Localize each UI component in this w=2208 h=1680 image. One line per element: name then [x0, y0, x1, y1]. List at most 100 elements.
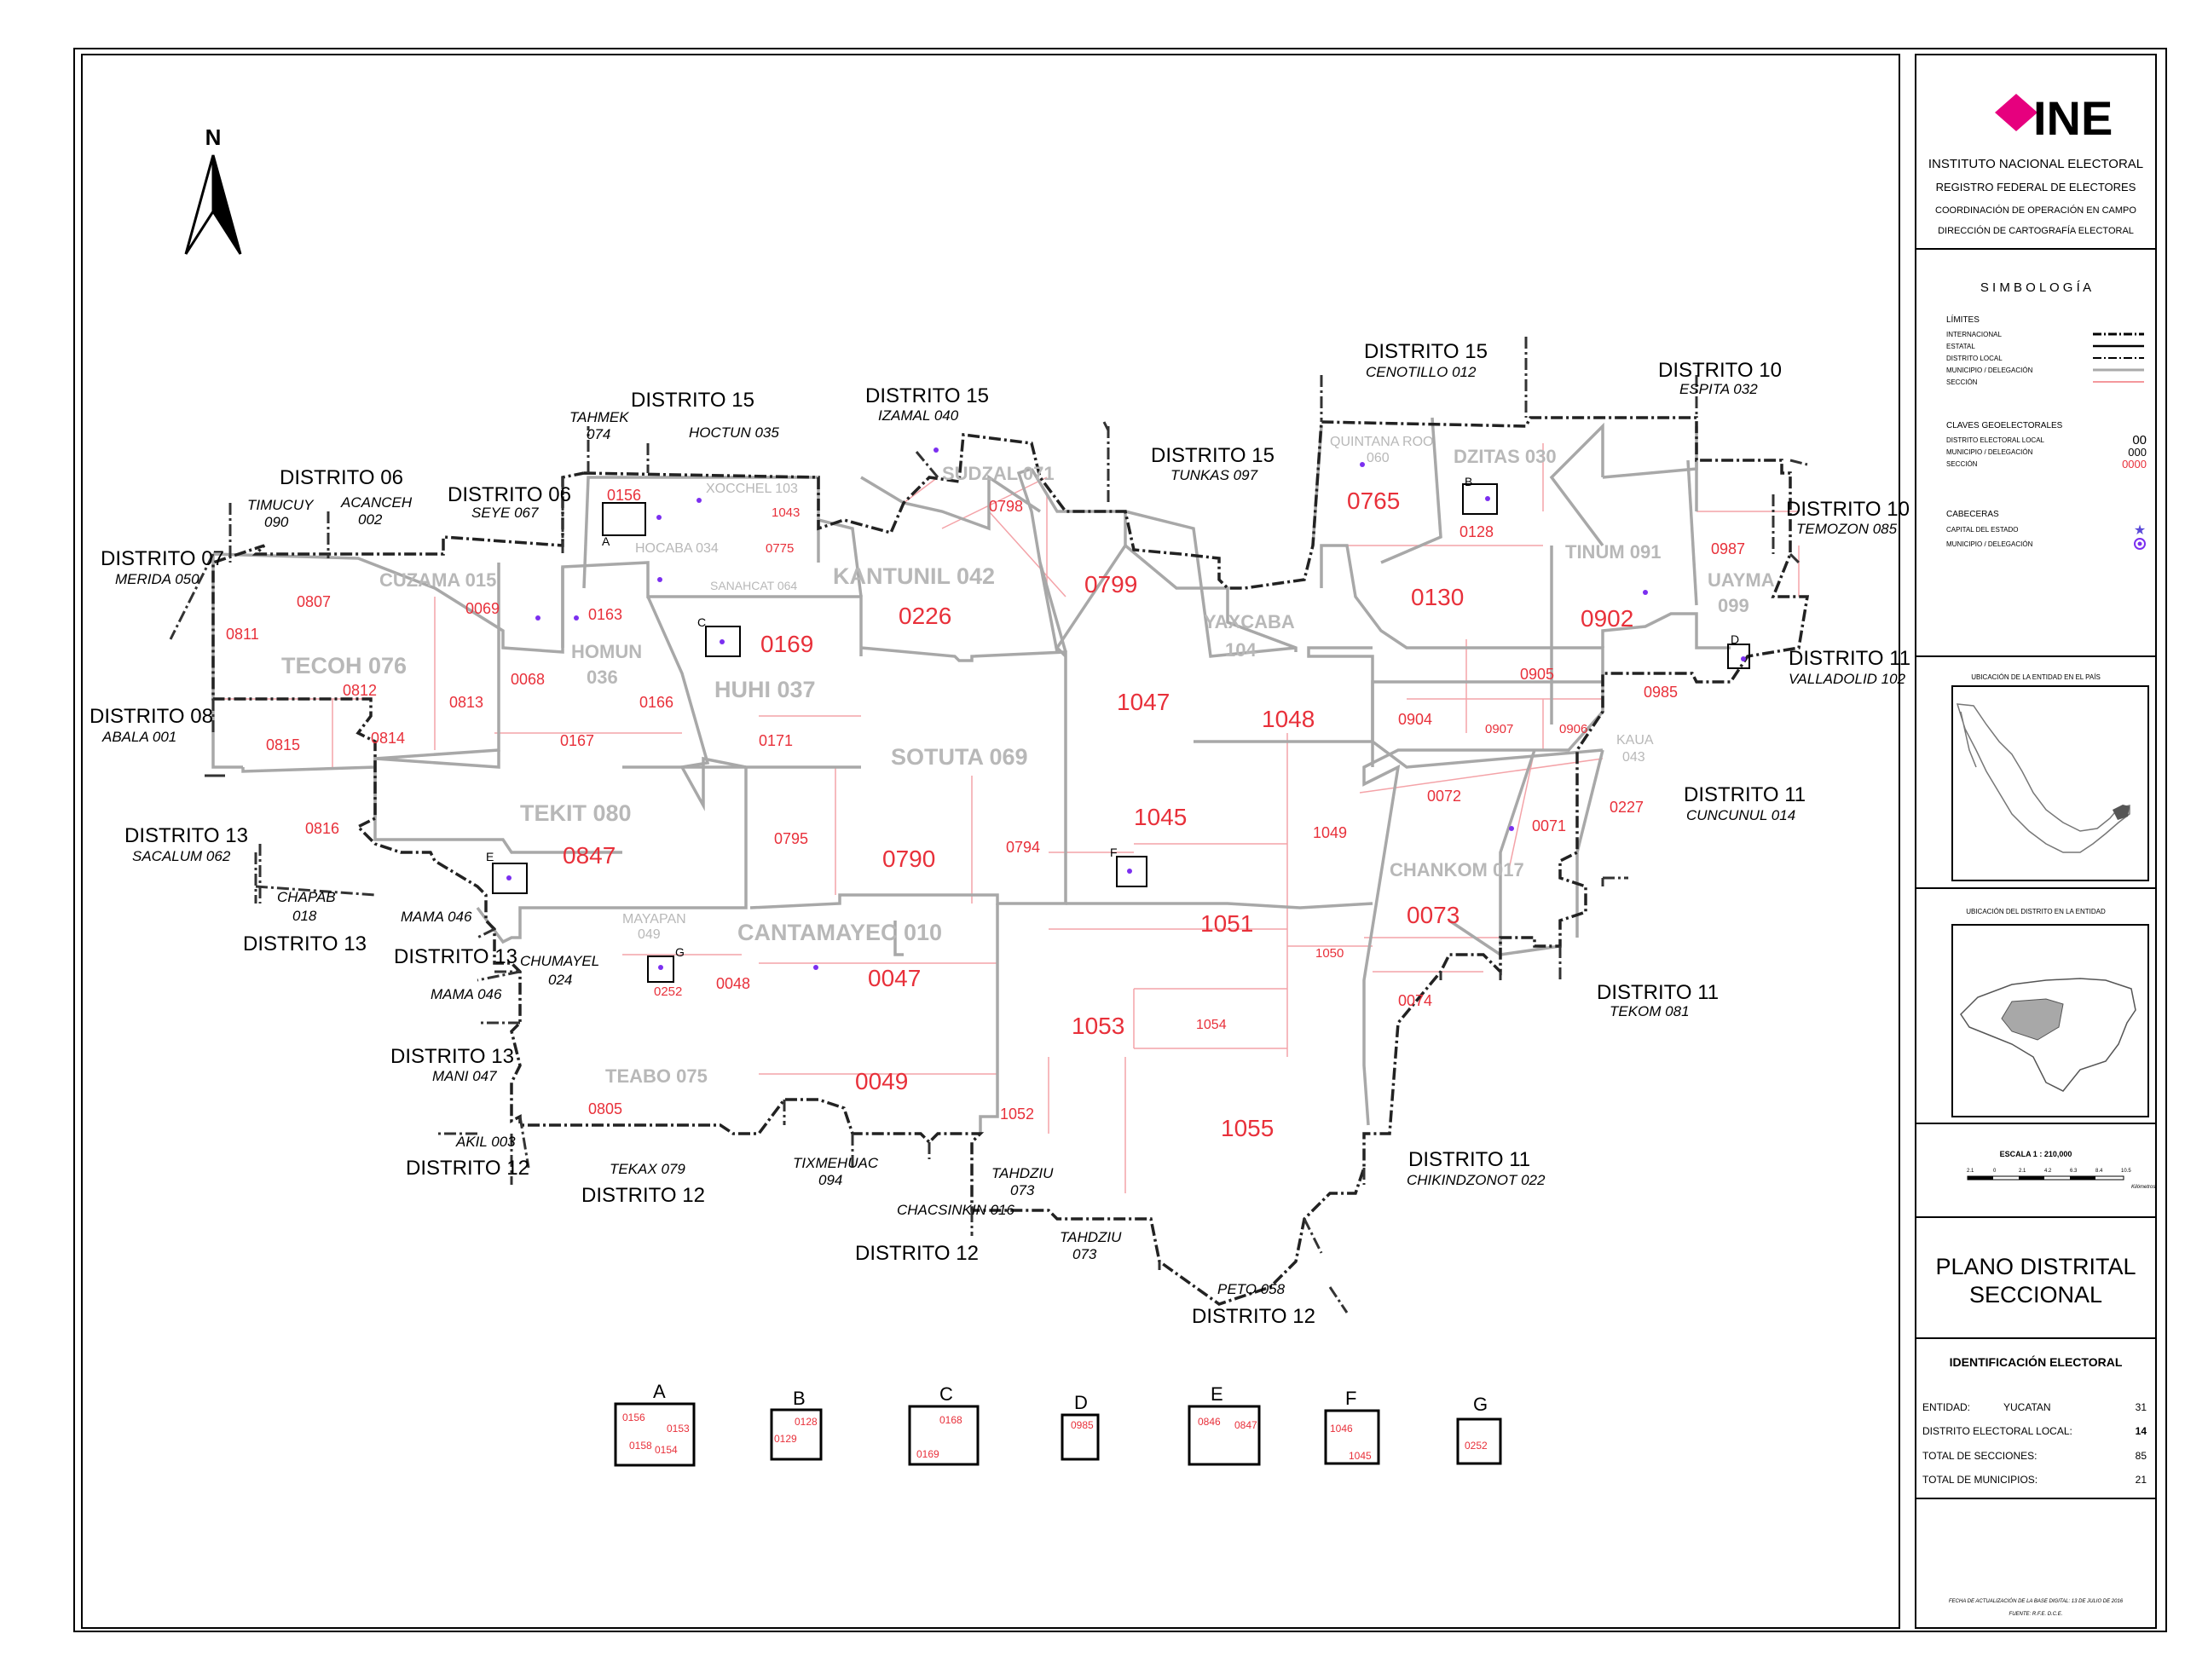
- map-label: 0906: [1559, 722, 1587, 736]
- map-label: 0169: [760, 631, 813, 657]
- map-label: 0154: [655, 1444, 678, 1456]
- map-label: DZITAS 030: [1454, 446, 1557, 467]
- map-label: 0226: [899, 603, 951, 629]
- map-label: 1051: [1200, 910, 1253, 937]
- municipality-labels: SUDZAL 071 KANTUNIL 042 XOCCHEL 103 HOCA…: [281, 435, 1775, 1087]
- map-label: 0847: [563, 842, 616, 869]
- map-label: 000: [2128, 446, 2147, 459]
- inset-marker-d[interactable]: [1727, 644, 1750, 669]
- inset-g[interactable]: G 0252: [1456, 1394, 1502, 1465]
- inset-marker-b[interactable]: [1462, 483, 1498, 515]
- map-label: DISTRITO 15: [631, 389, 754, 412]
- map-label: 0805: [588, 1100, 622, 1117]
- map-label: 0129: [774, 1433, 797, 1445]
- simbologia-title: S I M B O L O G Í A: [1980, 280, 2091, 295]
- insets-row: A 0156 0153 0158 0154 B 0128 0129 C 0168…: [614, 1381, 1502, 1467]
- inset-markers: [492, 483, 1750, 983]
- map-label: G: [1473, 1394, 1488, 1415]
- map-label: 024: [548, 972, 572, 988]
- map-label: 036: [587, 667, 618, 688]
- inset-marker-g[interactable]: [647, 955, 674, 983]
- map-label: 090: [264, 514, 289, 530]
- map-label: 8.4: [2095, 1169, 2103, 1174]
- map-label: MANI 047: [432, 1068, 497, 1084]
- north-label: N: [205, 124, 222, 150]
- map-label: 0071: [1532, 817, 1566, 834]
- map-label: 2.1: [2019, 1169, 2026, 1174]
- inset-marker-e[interactable]: [492, 863, 528, 894]
- map-label: SECCIÓN: [1946, 460, 1978, 468]
- inset-a[interactable]: A 0156 0153 0158 0154: [614, 1381, 696, 1467]
- map-label: SEYE 067: [471, 505, 539, 521]
- map-label: 0813: [449, 694, 483, 711]
- map-label: 094: [818, 1172, 842, 1188]
- map-label: 0775: [766, 541, 794, 556]
- circle-dot-icon: [2134, 538, 2146, 550]
- map-label: 0807: [297, 593, 331, 610]
- map-label: MUNICIPIO / DELEGACIÓN: [1946, 448, 2033, 456]
- map-label: E: [486, 850, 494, 863]
- inset-marker-a[interactable]: [602, 502, 646, 536]
- inset-marker-f[interactable]: [1116, 856, 1147, 887]
- map-label: SUDZAL 071: [942, 463, 1055, 484]
- map-label: 1055: [1221, 1115, 1274, 1141]
- legend-claves: CLAVES GEOELECTORALES DISTRITO ELECTORAL…: [1946, 421, 2147, 471]
- map-label: CHIKINDZONOT 022: [1407, 1172, 1546, 1188]
- map-label: 0815: [266, 736, 300, 753]
- map-label: DISTRITO 10: [1786, 498, 1910, 521]
- map-label: YUCATAN: [2003, 1401, 2051, 1413]
- map-label: CANTAMAYEC 010: [737, 920, 942, 945]
- org-line1: INSTITUTO NACIONAL ELECTORAL: [1928, 157, 2143, 171]
- inset-c[interactable]: C 0168 0169: [908, 1383, 980, 1466]
- map-label: TEKAX 079: [610, 1161, 685, 1177]
- map-label: 31: [2136, 1401, 2147, 1413]
- inset-f[interactable]: F 1046 1045: [1324, 1388, 1380, 1465]
- map-label: 1052: [1000, 1106, 1034, 1123]
- map-label: DISTRITO 06: [280, 466, 403, 489]
- map-label: 0068: [511, 671, 545, 688]
- plano-title-2: SECCIONAL: [1969, 1282, 2102, 1308]
- map-label: TEKIT 080: [520, 800, 632, 826]
- star-icon: ★: [2134, 522, 2146, 538]
- map-label: DISTRITO 12: [406, 1157, 529, 1180]
- map-label: KANTUNIL 042: [833, 563, 995, 589]
- map-label: MAMA 046: [401, 909, 472, 925]
- map-label: 0156: [622, 1412, 645, 1423]
- map-label: DISTRITO 13: [394, 945, 517, 968]
- map-label: UAYMA: [1708, 569, 1775, 591]
- map-label: 0073: [1407, 902, 1459, 928]
- inset-d[interactable]: D 0985: [1061, 1392, 1100, 1461]
- map-label: ESCALA 1 : 210,000: [2000, 1150, 2072, 1158]
- map-label: 0811: [226, 626, 259, 643]
- map-label: 0048: [716, 975, 750, 992]
- map-label: Kilómetros: [2131, 1185, 2155, 1190]
- map-label: 1048: [1262, 706, 1315, 732]
- inset-b[interactable]: B 0128 0129: [770, 1388, 823, 1461]
- ubic-entidad-title: UBICACIÓN DEL DISTRITO EN LA ENTIDAD: [1966, 908, 2106, 915]
- inset-e[interactable]: E 0846 0847: [1188, 1383, 1261, 1466]
- map-label: DISTRITO 07: [101, 547, 224, 570]
- map-label: 1049: [1313, 824, 1347, 841]
- map-label: 0902: [1581, 605, 1633, 632]
- map-label: QUINTANA ROO: [1330, 435, 1434, 449]
- map-label: C: [697, 615, 706, 629]
- map-label: DISTRITO 12: [581, 1184, 705, 1207]
- inset-marker-c[interactable]: [705, 626, 741, 657]
- map-label: 0166: [639, 694, 673, 711]
- map-label: SOTUTA 069: [891, 744, 1028, 770]
- map-label: A: [653, 1381, 666, 1402]
- map-label: C: [939, 1383, 953, 1405]
- map-label: B: [793, 1388, 806, 1409]
- map-label: CENOTILLO 012: [1366, 364, 1477, 380]
- map-label: IZAMAL 040: [878, 407, 959, 424]
- map-label: 1053: [1072, 1013, 1124, 1039]
- map-label: 2.1: [1967, 1169, 1974, 1174]
- map-label: 0000: [2122, 458, 2147, 471]
- map-label: D: [1074, 1392, 1088, 1413]
- map-label: DISTRITO 10: [1658, 359, 1782, 382]
- map-label: 1050: [1315, 946, 1344, 961]
- map-label: TEABO 075: [605, 1065, 708, 1087]
- map-label: 043: [1622, 750, 1645, 765]
- map-label: TECOH 076: [281, 653, 407, 678]
- map-label: MAYAPAN: [622, 912, 686, 927]
